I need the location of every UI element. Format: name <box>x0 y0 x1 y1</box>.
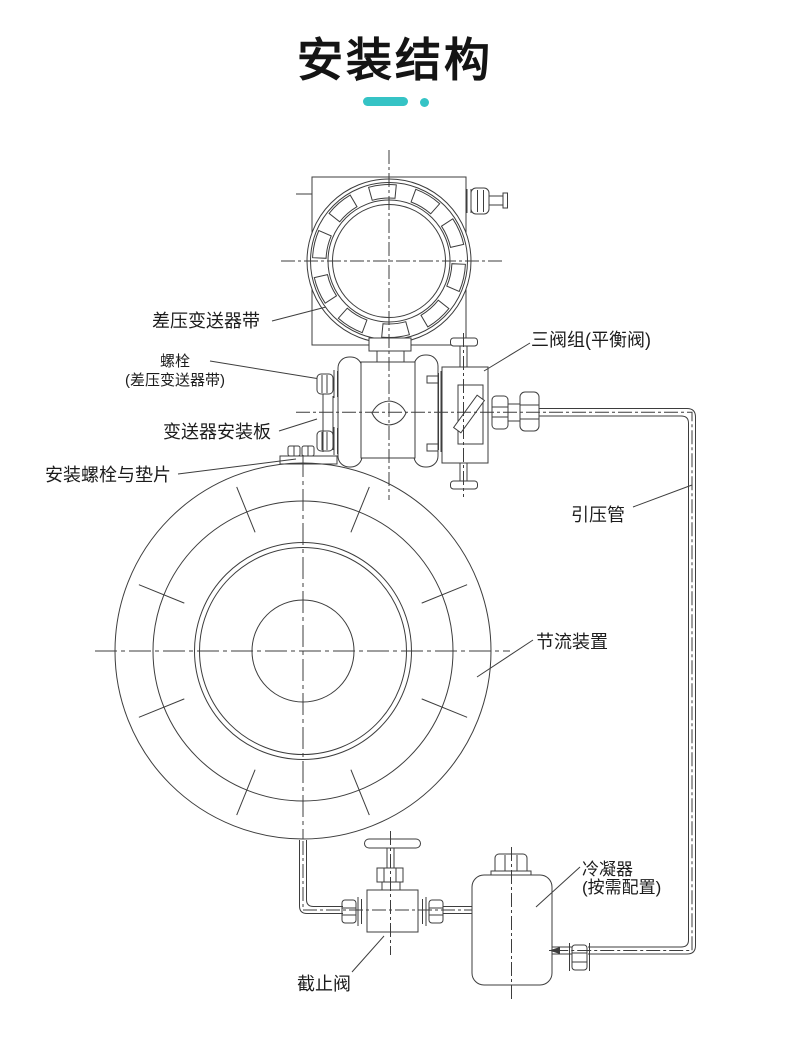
label-transmitter-band: 差压变送器带 <box>152 311 260 331</box>
process-pipe-drawing <box>299 840 343 914</box>
page-title: 安装结构 <box>297 34 493 86</box>
label-mounting-bolt-gasket: 安装螺栓与垫片 <box>45 465 171 485</box>
band-bolt-drawing <box>466 187 508 215</box>
title-accent-dot <box>420 98 429 107</box>
label-throttling-device: 节流装置 <box>536 632 608 652</box>
throttling-device-ticks <box>138 486 468 816</box>
band-slots <box>312 184 466 338</box>
center-lines <box>95 150 693 1000</box>
transmitter-body-drawing <box>279 337 439 468</box>
three-valve-manifold-drawing <box>426 337 540 490</box>
label-condenser: 冷凝器 (按需配置) <box>582 860 662 897</box>
mounting-bracket-drawing <box>279 394 338 465</box>
label-stop-valve: 截止阀 <box>297 974 351 994</box>
stop-valve-drawing <box>341 838 472 933</box>
label-impulse-pipe: 引压管 <box>571 505 625 525</box>
impulse-pipe-drawing <box>539 408 696 971</box>
label-band-bolt: 螺栓 (差压变送器带) <box>125 353 225 389</box>
title-accent-underline <box>363 97 408 106</box>
label-mounting-plate: 变送器安装板 <box>163 422 271 442</box>
label-three-valve-manifold: 三阀组(平衡阀) <box>531 330 651 350</box>
leader-lines <box>177 306 693 973</box>
